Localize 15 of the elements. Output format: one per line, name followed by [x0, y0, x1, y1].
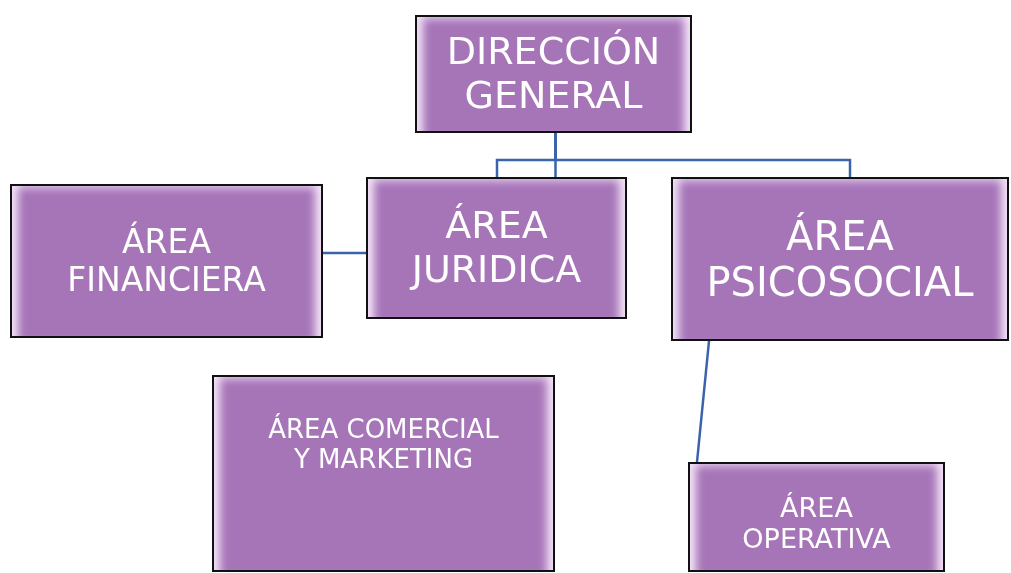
box-label: ÁREA COMERCIAL Y MARKETING [267, 415, 500, 475]
box-label: ÁREA FINANCIERA [66, 223, 267, 299]
org-box [688, 462, 945, 572]
connector-line [695, 340, 711, 463]
box-label: DIRECCIÓN GENERAL [445, 30, 662, 118]
box-label: ÁREA OPERATIVA [741, 492, 892, 555]
org-box [415, 15, 692, 133]
box-label: ÁREA JURIDICA [408, 204, 583, 292]
org-box [671, 177, 1009, 341]
box-label: ÁREA PSICOSOCIAL [705, 213, 975, 305]
connector-line [323, 251, 366, 255]
connector-line [554, 133, 852, 177]
org-box [366, 177, 627, 319]
org-box [212, 375, 555, 572]
org-box [10, 184, 323, 338]
